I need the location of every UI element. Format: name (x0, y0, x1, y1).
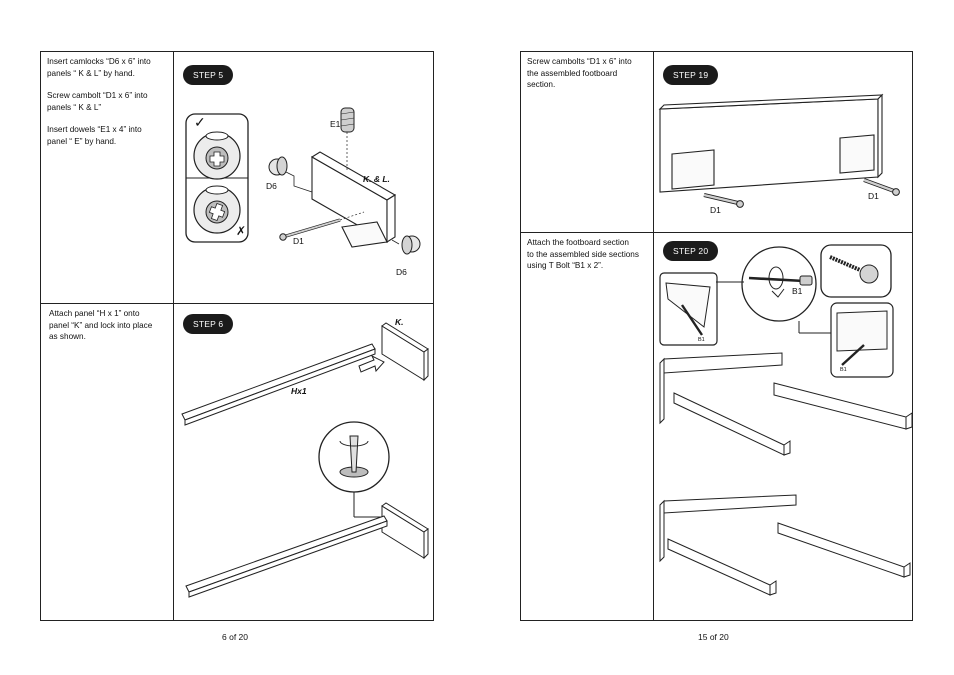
step-6-figure: STEP 6 (174, 304, 433, 620)
panel-k-l (310, 151, 397, 248)
instruction-text: Insert dowels “E1 x 4” into panel “ E” b… (47, 125, 142, 146)
footboard-panel (658, 93, 884, 193)
footboard-side-assembly-illustration (659, 244, 913, 596)
step-badge: STEP 6 (183, 314, 234, 334)
label-b1: B1 (840, 367, 847, 373)
rail-h-upper (181, 343, 376, 426)
label-d1: D1 (868, 191, 879, 201)
label-b1: B1 (698, 337, 705, 343)
camlock-d6-right (391, 235, 421, 255)
label-d6: D6 (396, 267, 407, 277)
label-d1: D1 (293, 236, 304, 246)
instruction-text: Screw cambolt “D1 x 6” into panels “ K &… (47, 91, 148, 112)
label-d6: D6 (266, 181, 277, 191)
instruction-text: Screw cambolts “D1 x 6” into the assembl… (527, 57, 632, 89)
cambolt-d1 (279, 211, 365, 241)
side-rail-attachment-illustration (181, 322, 429, 598)
panel-k-lower (381, 502, 429, 560)
rail-h-lower (185, 515, 388, 598)
step-19-figure: STEP 19 (654, 52, 912, 232)
camlock-correct-icon (193, 131, 241, 180)
step-5-figure: STEP 5 (174, 52, 433, 303)
step-19-row: Screw cambolts “D1 x 6” into the assembl… (521, 52, 912, 232)
instruction-text: Attach the footboard section to the asse… (527, 238, 639, 270)
step-5-row: Insert camlocks “D6 x 6” into panels “ K… (41, 52, 433, 303)
label-panels-k-l: K. & L. (363, 174, 390, 184)
camlock-incorrect-icon (193, 185, 241, 234)
label-d1: D1 (710, 205, 721, 215)
step-badge: STEP 20 (663, 241, 719, 261)
direction-arrow (358, 354, 385, 373)
step-20-figure: STEP 20 (654, 233, 913, 620)
dowel-e1 (340, 107, 355, 170)
barrel-nut-callout (820, 244, 892, 298)
step-badge: STEP 19 (663, 65, 719, 85)
label-e1: E1 (330, 119, 341, 129)
camlock-d6-left (268, 156, 313, 193)
step-19-instructions: Screw cambolts “D1 x 6” into the assembl… (521, 52, 654, 232)
step-20-instructions: Attach the footboard section to the asse… (521, 233, 654, 620)
panel-k-upper (381, 322, 429, 382)
camlock-assembly-illustration (185, 107, 421, 255)
left-page: Insert camlocks “D6 x 6” into panels “ K… (40, 51, 434, 621)
cambolt-d1-right (863, 178, 900, 196)
check-mark-icon: ✓ (194, 114, 206, 130)
page-number: 6 of 20 (222, 632, 248, 642)
step-badge: STEP 5 (183, 65, 234, 85)
cambolt-d1-left (703, 193, 744, 208)
label-b1: B1 (792, 286, 803, 296)
label-panel-k: K. (395, 317, 404, 327)
cross-mark-icon: ✗ (236, 224, 247, 238)
step-6-instructions: Attach panel “H x 1” onto panel “K” and … (41, 304, 174, 620)
instruction-text: Insert camlocks “D6 x 6” into panels “ K… (47, 57, 151, 78)
footboard-cambolt-illustration (658, 93, 900, 208)
right-page: Screw cambolts “D1 x 6” into the assembl… (520, 51, 913, 621)
right-corner-callout (798, 302, 894, 378)
instruction-text: Attach panel “H x 1” onto panel “K” and … (49, 309, 153, 341)
page-number: 15 of 20 (698, 632, 729, 642)
upper-footboard-assembly (659, 352, 913, 456)
step-20-row: Attach the footboard section to the asse… (521, 232, 913, 620)
step-6-row: Attach panel “H x 1” onto panel “K” and … (41, 303, 433, 620)
left-corner-callout (659, 272, 744, 346)
tbolt-callout (741, 246, 817, 322)
step-5-instructions: Insert camlocks “D6 x 6” into panels “ K… (41, 52, 174, 303)
lower-footboard-assembly (659, 494, 911, 596)
screwdriver-detail (318, 421, 390, 518)
label-panel-h: Hx1 (291, 386, 307, 396)
